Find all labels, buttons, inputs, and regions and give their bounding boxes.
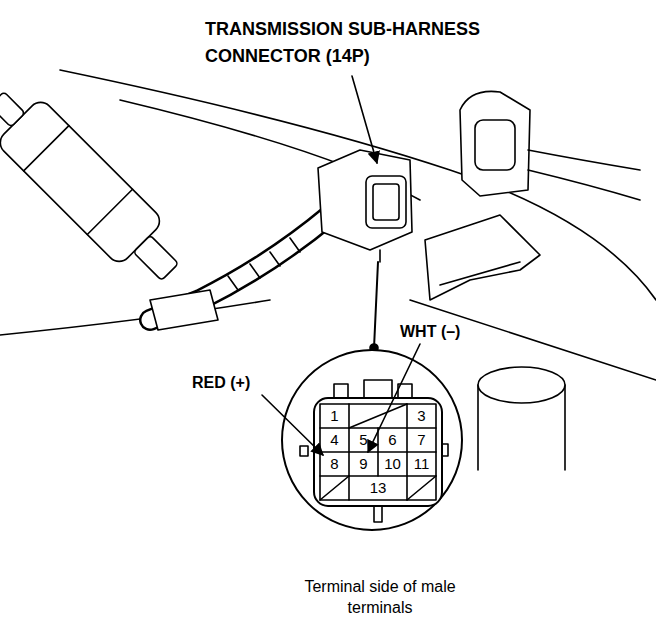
bracket-edge xyxy=(440,262,520,285)
part-name: TRANSMISSION SUB-HARNESS CONNECTOR (14P) xyxy=(205,16,545,70)
pin-number: 3 xyxy=(404,407,440,425)
pin-number: 9 xyxy=(346,455,382,473)
filter-cylinder xyxy=(0,76,193,294)
surface-line xyxy=(0,300,270,335)
cylinder xyxy=(478,367,565,470)
pin-number: 1 xyxy=(317,407,353,425)
pin-number: 7 xyxy=(404,431,440,449)
wire-color: RED (+) xyxy=(192,373,250,393)
pin-number: 4 xyxy=(317,431,353,449)
bracket xyxy=(425,215,540,300)
connector-face xyxy=(300,380,448,522)
caption: Terminal side of male terminals xyxy=(285,576,475,618)
pin-number: 5 xyxy=(346,431,382,449)
wire-color: WHT (–) xyxy=(400,322,460,342)
pin-number: 13 xyxy=(360,479,396,497)
leader-line xyxy=(262,395,323,455)
leader-line xyxy=(368,344,420,452)
leader-line xyxy=(352,76,377,163)
connector-body xyxy=(318,150,412,262)
surface-line xyxy=(60,70,656,300)
pin-number: 10 xyxy=(375,455,411,473)
detail-leader xyxy=(374,262,378,348)
detail-circle xyxy=(282,350,462,530)
harness-clip xyxy=(150,290,218,330)
right-connector xyxy=(460,91,640,200)
harness-ribs xyxy=(228,238,300,290)
pin-number: 6 xyxy=(375,431,411,449)
pin-number: 8 xyxy=(317,455,353,473)
pin-number: 11 xyxy=(404,455,440,473)
